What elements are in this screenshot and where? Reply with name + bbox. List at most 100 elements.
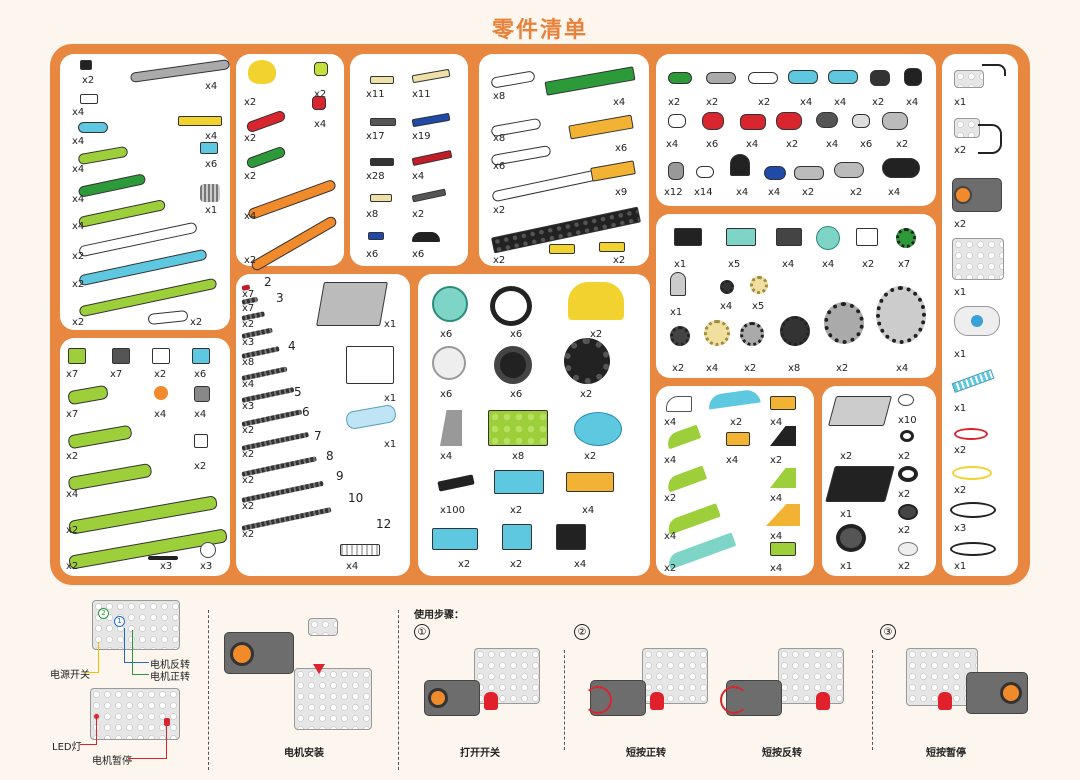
beam-part bbox=[78, 221, 198, 258]
bush-part bbox=[696, 166, 714, 178]
worm-gear-part bbox=[200, 184, 220, 202]
count: x8 bbox=[512, 451, 525, 462]
step-caption: 短按暂停 bbox=[926, 748, 966, 759]
count: x1 bbox=[954, 97, 967, 108]
slope-part bbox=[770, 426, 796, 446]
panel-bricks: x7 x7 x2 x6 x7 x4 x4 x2 x2 x4 x2 x2 x3 x… bbox=[60, 338, 230, 576]
small-gear-part bbox=[720, 280, 734, 294]
motor-shaft-icon bbox=[428, 688, 448, 708]
count: x5 bbox=[752, 301, 765, 312]
count: x2 bbox=[954, 445, 967, 456]
crown-gear-part bbox=[704, 320, 730, 346]
flat-plate-part bbox=[129, 59, 231, 83]
arrow-down-icon bbox=[313, 664, 325, 674]
tread-part bbox=[437, 474, 475, 492]
red-band-part bbox=[954, 428, 988, 440]
connector-part bbox=[794, 166, 824, 180]
motor-reverse-pointer bbox=[124, 628, 149, 663]
axle-length-label: 12 bbox=[376, 517, 392, 531]
count: x3 bbox=[242, 401, 255, 412]
axle-part bbox=[241, 409, 302, 427]
count: x11 bbox=[366, 89, 385, 100]
gearbox-part bbox=[674, 228, 702, 246]
sensor-part bbox=[954, 118, 980, 138]
red-angled-beam-part bbox=[245, 109, 287, 134]
gear-part bbox=[740, 322, 764, 346]
count: x1 bbox=[205, 205, 218, 216]
motor-reverse-label: 电机反转 bbox=[150, 660, 190, 671]
panel-turntables: x10 x2 x2 x2 x1 x2 x1 x2 bbox=[822, 386, 936, 576]
chain-part bbox=[951, 369, 995, 393]
slope-part bbox=[766, 504, 800, 526]
count: x1 bbox=[840, 561, 853, 572]
connector-part bbox=[668, 72, 692, 84]
brick-part bbox=[152, 348, 170, 364]
count: x4 bbox=[194, 409, 207, 420]
beam-part bbox=[147, 309, 189, 326]
count: x4 bbox=[906, 97, 919, 108]
pin-part bbox=[370, 158, 394, 166]
count: x2 bbox=[840, 451, 853, 462]
count: x2 bbox=[672, 363, 685, 374]
count: x2 bbox=[744, 363, 757, 374]
count: x2 bbox=[72, 317, 85, 328]
yellow-connector-part bbox=[248, 60, 276, 84]
axle-part bbox=[241, 346, 280, 359]
count: x8 bbox=[242, 357, 255, 368]
count: x5 bbox=[728, 259, 741, 270]
panel-gears: x1 x5 x4 x4 x2 x7 x1 x4 x5 x2 x4 x2 x8 x… bbox=[656, 214, 936, 378]
rotate-clockwise-icon bbox=[584, 686, 612, 714]
connector-part bbox=[882, 158, 920, 178]
yellow-frame-part bbox=[568, 282, 624, 320]
round-turntable-part bbox=[836, 524, 866, 552]
step-caption: 短按正转 bbox=[626, 748, 666, 759]
yellow-tile-part bbox=[178, 116, 222, 126]
count: x2 bbox=[836, 363, 849, 374]
flat-plate-part bbox=[316, 282, 388, 326]
pause-button-icon bbox=[164, 718, 170, 726]
count: x14 bbox=[694, 187, 713, 198]
axle-pin-part bbox=[411, 149, 453, 167]
count: x4 bbox=[72, 164, 85, 175]
axle-part bbox=[241, 366, 288, 381]
curved-slope-part bbox=[666, 396, 692, 412]
panel-electronics: x1 x2 x2 x1 x1 x1 x2 x2 x3 x1 bbox=[942, 54, 1018, 576]
wheel-hub-part bbox=[432, 346, 466, 380]
rotate-counterclockwise-icon bbox=[720, 686, 748, 714]
brick-part bbox=[112, 348, 130, 364]
round-plate-part bbox=[574, 412, 622, 446]
count: x2 bbox=[66, 561, 79, 572]
brick-part bbox=[194, 386, 210, 402]
motor-forward-label: 电机正转 bbox=[150, 672, 190, 683]
count: x4 bbox=[834, 97, 847, 108]
count: x2 bbox=[896, 139, 909, 150]
motor-plug bbox=[308, 618, 338, 636]
beam-part bbox=[77, 198, 167, 229]
cyan-tile-part bbox=[200, 142, 218, 154]
count: x2 bbox=[954, 219, 967, 230]
motor-shaft-icon bbox=[1000, 682, 1022, 704]
count: x2 bbox=[898, 489, 911, 500]
count: x2 bbox=[872, 97, 885, 108]
count: x2 bbox=[244, 133, 257, 144]
brick-part bbox=[192, 348, 210, 364]
motor-pause-pointer bbox=[128, 724, 167, 759]
count: x2 bbox=[242, 449, 255, 460]
rack-part bbox=[340, 544, 380, 556]
count: x4 bbox=[574, 559, 587, 570]
remote-button-icon bbox=[971, 315, 983, 327]
count: x2 bbox=[244, 255, 257, 266]
count: x2 bbox=[510, 505, 523, 516]
lime-connector-part bbox=[314, 62, 328, 76]
hand-press-icon bbox=[650, 692, 664, 710]
beam-part bbox=[77, 145, 129, 166]
connector-part bbox=[816, 112, 838, 128]
orange-brick-part bbox=[770, 396, 796, 410]
slope-part bbox=[770, 468, 796, 488]
count: x2 bbox=[510, 559, 523, 570]
led-label: LED灯 bbox=[52, 742, 82, 753]
connector-part bbox=[368, 232, 384, 240]
curved-slope-part bbox=[665, 532, 737, 570]
count: x2 bbox=[730, 417, 743, 428]
